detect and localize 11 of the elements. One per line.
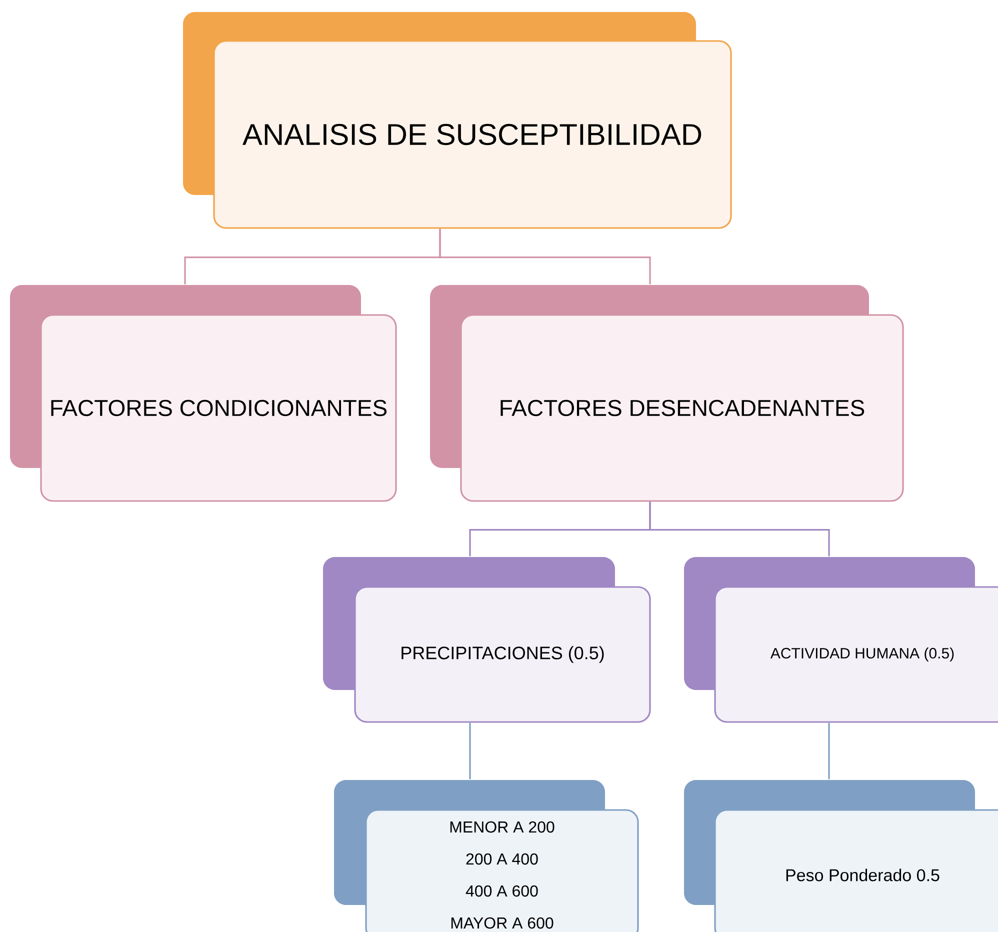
rounded-box: FACTORES DESENCADENANTES <box>430 285 904 502</box>
rounded-box: PRECIPITACIONES (0.5) <box>323 557 651 723</box>
rounded-box: MENOR A 200 200 A 400 400 A 600 MAYOR A 600 <box>334 780 639 932</box>
rounded-box: FACTORES CONDICIONANTES <box>10 285 397 502</box>
rounded-box: ACTIVIDAD HUMANA (0.5) <box>684 557 998 723</box>
connector-line <box>828 722 830 780</box>
connector-line <box>469 722 471 780</box>
connector-line <box>439 228 651 284</box>
connector-line <box>649 502 830 556</box>
rounded-box: ANALISIS DE SUSCEPTIBILIDAD <box>183 12 732 229</box>
rounded-box: Peso Ponderado 0.5 <box>684 780 998 932</box>
